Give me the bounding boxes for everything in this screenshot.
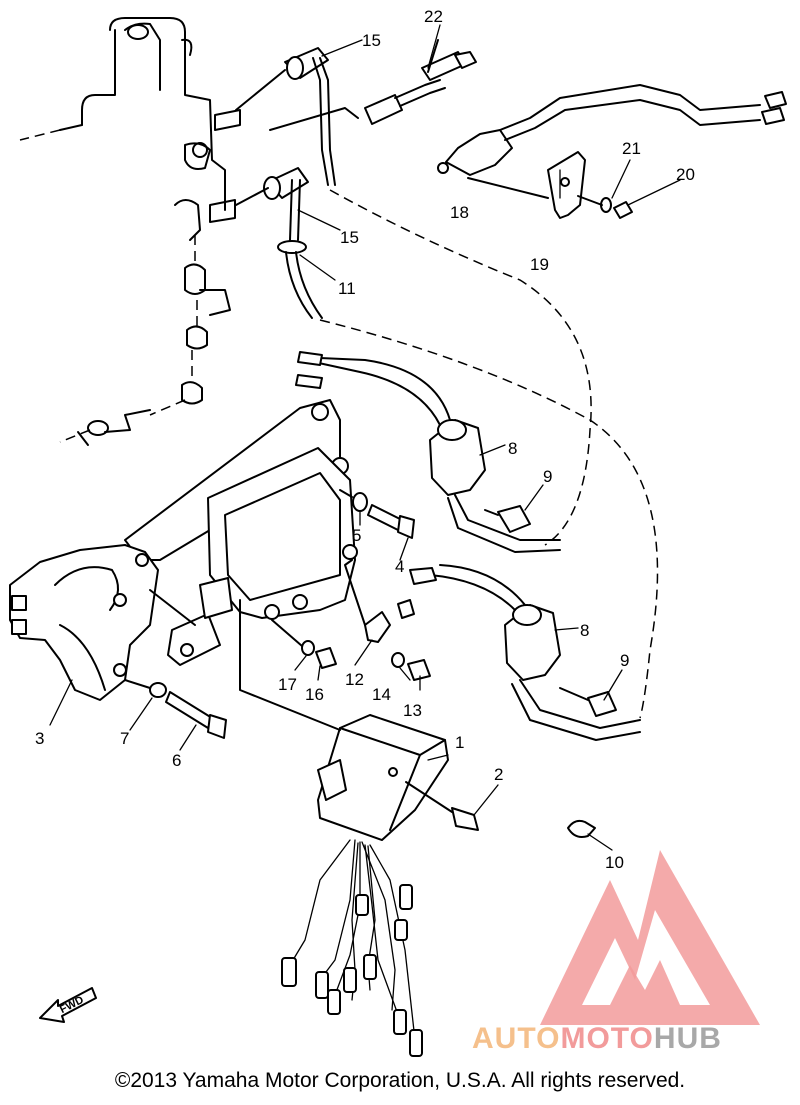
wordmark-hub: HUB xyxy=(653,1022,722,1055)
lead-path-upper xyxy=(329,189,592,546)
callout-14: 14 xyxy=(372,685,391,704)
cdi-unit xyxy=(239,599,449,841)
cdi-wire-harness xyxy=(281,839,423,1057)
forward-direction-arrow: FWD xyxy=(39,987,97,1023)
callout-13: 13 xyxy=(403,701,422,720)
callout-7: 7 xyxy=(120,729,129,748)
callout-15-upper: 15 xyxy=(362,31,381,50)
automotohub-logo xyxy=(540,850,760,1025)
stop-switch-bracket xyxy=(467,151,586,219)
clamp-12 xyxy=(344,559,391,643)
bolt-6-washer-7 xyxy=(124,679,227,739)
spark-plug-cap-upper xyxy=(235,47,336,186)
mounting-bracket xyxy=(124,399,358,666)
bracket-3 xyxy=(9,544,196,701)
callout-15-lower: 15 xyxy=(340,228,359,247)
callout-leader-lines xyxy=(49,24,681,851)
wordmark-auto: AUTO xyxy=(472,1022,561,1055)
screw-13-washer-14 xyxy=(391,652,431,681)
cdi-bolt-2 xyxy=(405,781,479,831)
callout-1: 1 xyxy=(455,733,464,752)
engine-block-outline xyxy=(19,17,241,446)
callout-8-upper: 8 xyxy=(508,439,517,458)
callout-11: 11 xyxy=(338,279,356,298)
callout-6: 6 xyxy=(172,751,181,770)
callout-19: 19 xyxy=(530,255,549,274)
callout-10: 10 xyxy=(605,853,624,872)
logo-m-stroke xyxy=(610,960,680,1005)
callout-21: 21 xyxy=(622,139,641,158)
wordmark-moto: MOTO xyxy=(560,1022,654,1055)
automotohub-wordmark: AUTOMOTOHUB xyxy=(472,1022,722,1056)
callout-20: 20 xyxy=(676,165,695,184)
callout-9-lower: 9 xyxy=(620,651,629,670)
callout-4: 4 xyxy=(395,557,404,576)
stop-switch-assembly xyxy=(269,39,787,176)
callout-22: 22 xyxy=(424,7,443,26)
fwd-label: FWD xyxy=(58,994,86,1016)
clip-10 xyxy=(567,819,596,838)
callout-16: 16 xyxy=(305,685,324,704)
copyright-notice: ©2013 Yamaha Motor Corporation, U.S.A. A… xyxy=(114,1069,686,1092)
spark-plug-cap-lower xyxy=(235,167,323,319)
callout-18: 18 xyxy=(450,203,469,222)
logo-triangle-inner xyxy=(582,910,710,1005)
callout-3: 3 xyxy=(35,729,44,748)
callout-5: 5 xyxy=(352,526,361,545)
callout-labels: 1 2 3 4 5 6 7 8 8 9 9 10 11 12 13 14 15 … xyxy=(35,7,695,872)
screw-16-washer-17 xyxy=(271,619,337,669)
ignition-coil-lower xyxy=(397,564,641,741)
bolt-4-washer-5 xyxy=(339,489,415,539)
callout-12: 12 xyxy=(345,670,364,689)
callout-17: 17 xyxy=(278,675,297,694)
callout-9-upper: 9 xyxy=(543,467,552,486)
ignition-coil-upper xyxy=(295,351,561,553)
screw-20-washer-21 xyxy=(577,195,633,219)
lead-path-lower xyxy=(319,319,659,719)
callout-2: 2 xyxy=(494,765,503,784)
callout-8-lower: 8 xyxy=(580,621,589,640)
